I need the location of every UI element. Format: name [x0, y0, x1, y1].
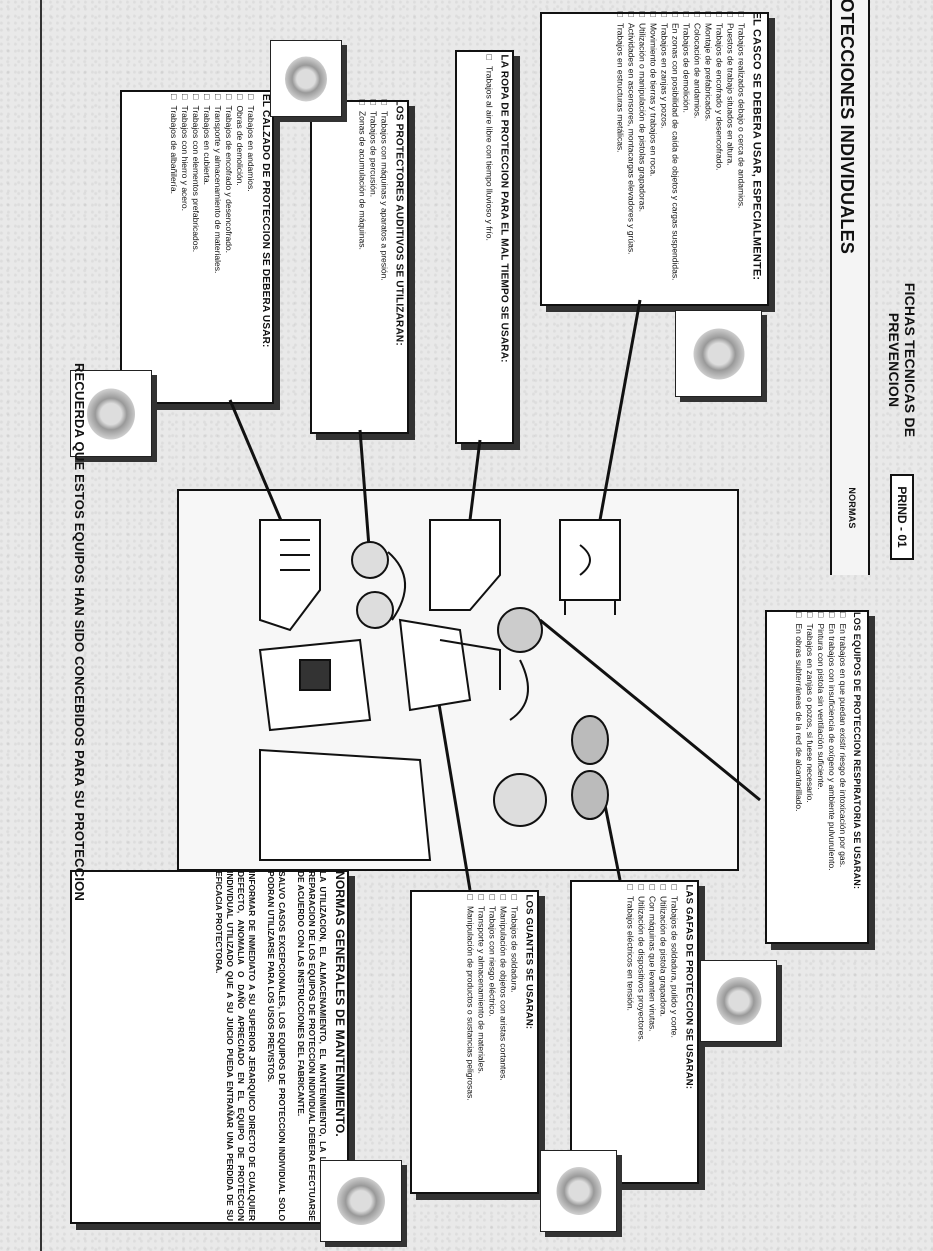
auditivos-box: LOS PROTECTORES AUDITIVOS SE UTILIZARAN:…: [310, 100, 409, 434]
footer-note: RECUERDA QUE ESTOS EQUIPOS HAN SIDO CONC…: [72, 362, 88, 902]
respirator-icon: [497, 607, 543, 721]
gloves-icon: [398, 618, 501, 712]
safety-boot-icon: [259, 519, 321, 632]
respiratoria-icon-stamp: [700, 960, 777, 1042]
auditivo-icon-stamp: [270, 40, 342, 117]
calzado-icon-stamp: [70, 370, 152, 457]
ropa-box: LA ROPA DE PROTECCION PARA EL MAL TIEMPO…: [455, 50, 514, 444]
respiratoria-box: LOS EQUIPOS DE PROTECCION RESPIRATORIA S…: [765, 610, 869, 944]
casco-box: EL CASCO SE DEBERA USAR, ESPECIALMENTE: …: [540, 12, 769, 306]
gafas-icon-stamp: [540, 1150, 617, 1232]
calzado-box: EL CALZADO DE PROTECCION SE DEBERA USAR:…: [120, 90, 274, 404]
left-rule: [40, 0, 42, 1251]
protective-suit-icon: [259, 748, 547, 861]
guantes-box: LOS GUANTES SE USARAN: Trabajos de solda…: [410, 890, 539, 1194]
welding-mask-icon: [258, 638, 372, 732]
section-bar: PROTECCIONES INDIVIDUALES NORMAS: [830, 0, 870, 575]
casco-icon-stamp: [675, 310, 762, 397]
guantes-icon-stamp: [320, 1160, 402, 1242]
gafas-box: LAS GAFAS DE PROTECCION SE USARAN: Traba…: [570, 880, 699, 1184]
boot-icon: [429, 519, 501, 611]
goggles-icon: [571, 715, 609, 820]
helmet-icon: [559, 519, 621, 615]
ear-muffs-icon: [351, 541, 406, 629]
